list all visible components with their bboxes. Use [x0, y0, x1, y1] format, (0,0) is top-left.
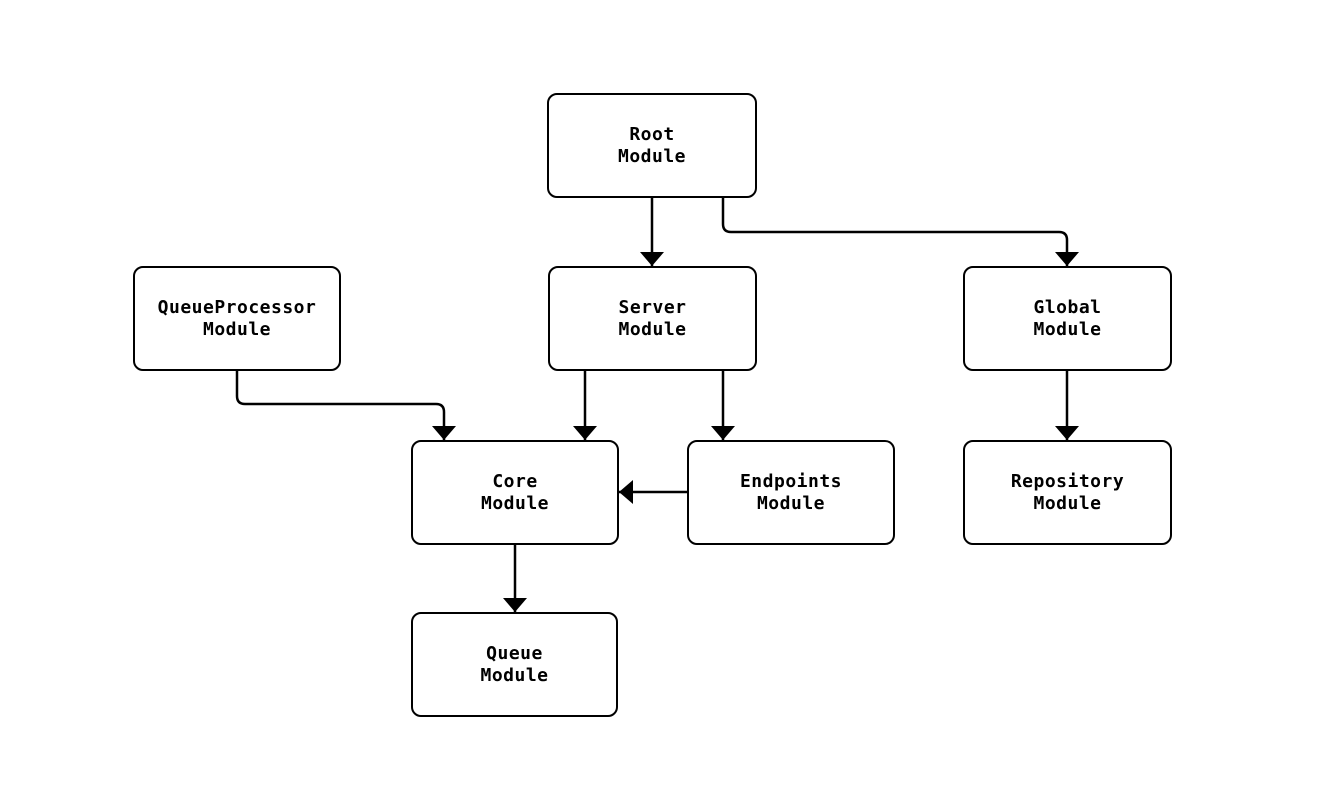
node-queue-module: Queue Module	[411, 612, 618, 717]
node-label-root-module: Root Module	[617, 123, 687, 167]
node-core-module: Core Module	[411, 440, 619, 545]
edge-root-module-to-global-module	[721, 198, 1079, 266]
node-label-repository-module: Repository Module	[1010, 470, 1125, 514]
node-label-global-module: Global Module	[1033, 296, 1102, 340]
node-queueprocessor-module: QueueProcessor Module	[133, 266, 341, 371]
node-root-module: Root Module	[547, 93, 757, 198]
node-endpoints-module: Endpoints Module	[687, 440, 895, 545]
node-label-core-module: Core Module	[480, 470, 550, 514]
edge-group	[235, 198, 1079, 612]
node-label-queueprocessor-module: QueueProcessor Module	[157, 296, 317, 340]
node-global-module: Global Module	[963, 266, 1172, 371]
node-repository-module: Repository Module	[963, 440, 1172, 545]
node-label-queue-module: Queue Module	[480, 642, 549, 686]
edge-queueprocessor-module-to-core-module	[235, 371, 456, 440]
node-server-module: Server Module	[548, 266, 757, 371]
node-label-server-module: Server Module	[618, 296, 687, 340]
node-label-endpoints-module: Endpoints Module	[739, 470, 843, 514]
